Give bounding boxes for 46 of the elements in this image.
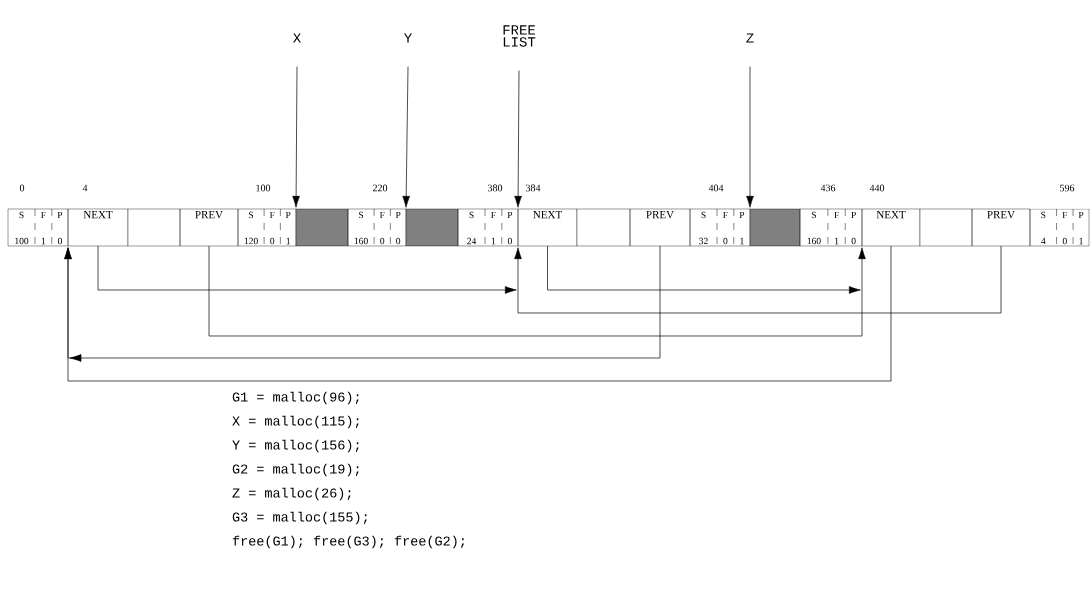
code-line: G3 = malloc(155);	[232, 511, 367, 525]
address-label: 384	[526, 184, 541, 192]
pointer-cell: PREV	[971, 208, 1031, 247]
header-cell: S 160 F 0 P 0	[347, 208, 407, 247]
arrow	[514, 245, 1002, 314]
arrow	[97, 245, 517, 294]
code-line: Y = malloc(156);	[232, 439, 359, 453]
pointer-label: X	[293, 33, 301, 43]
header-cell: S 4 F 0 P 1	[1029, 208, 1090, 247]
address-label: 100	[256, 184, 271, 192]
arrow	[208, 245, 866, 337]
pointer-label: Z	[746, 33, 754, 43]
pointer-cell: PREV	[179, 208, 239, 247]
empty-cell	[127, 208, 181, 247]
arrow	[64, 245, 892, 382]
empty-cell	[576, 208, 631, 247]
allocated-block	[749, 208, 801, 247]
address-label: 404	[708, 184, 724, 192]
address-label: 596	[1060, 184, 1075, 192]
pointer-label: Y	[404, 33, 412, 43]
pointer-label: FREE LIST	[503, 25, 536, 47]
header-cell: S 120 F 0 P 1	[237, 208, 297, 247]
code-line: X = malloc(115);	[232, 415, 359, 429]
header-cell: S 24 F 1 P 0	[457, 208, 519, 247]
code-line: G1 = malloc(96);	[232, 391, 359, 405]
address-label: 0	[19, 184, 25, 192]
code-line: Z = malloc(26);	[232, 487, 351, 501]
header-cell: S 100 F 1 P 0	[7, 208, 69, 247]
address-label: 440	[869, 184, 885, 192]
header-cell: S 160 F 1 P 0	[799, 208, 863, 247]
header-cell: S 32 F 0 P 1	[689, 208, 751, 247]
address-label: 4	[82, 184, 88, 192]
arrow	[547, 245, 861, 294]
allocated-block	[405, 208, 459, 247]
empty-cell	[919, 208, 973, 247]
code-line: G2 = malloc(19);	[232, 463, 359, 477]
code-line: free(G1); free(G3); free(G2);	[232, 535, 464, 549]
address-label: 436	[820, 184, 836, 192]
arrow	[514, 70, 522, 208]
arrow	[746, 66, 754, 208]
arrow	[292, 66, 300, 208]
address-label: 380	[488, 184, 503, 192]
address-label: 220	[372, 184, 388, 192]
arrow	[402, 66, 410, 208]
allocated-block	[295, 208, 349, 247]
pointer-cell: PREV	[629, 208, 691, 247]
